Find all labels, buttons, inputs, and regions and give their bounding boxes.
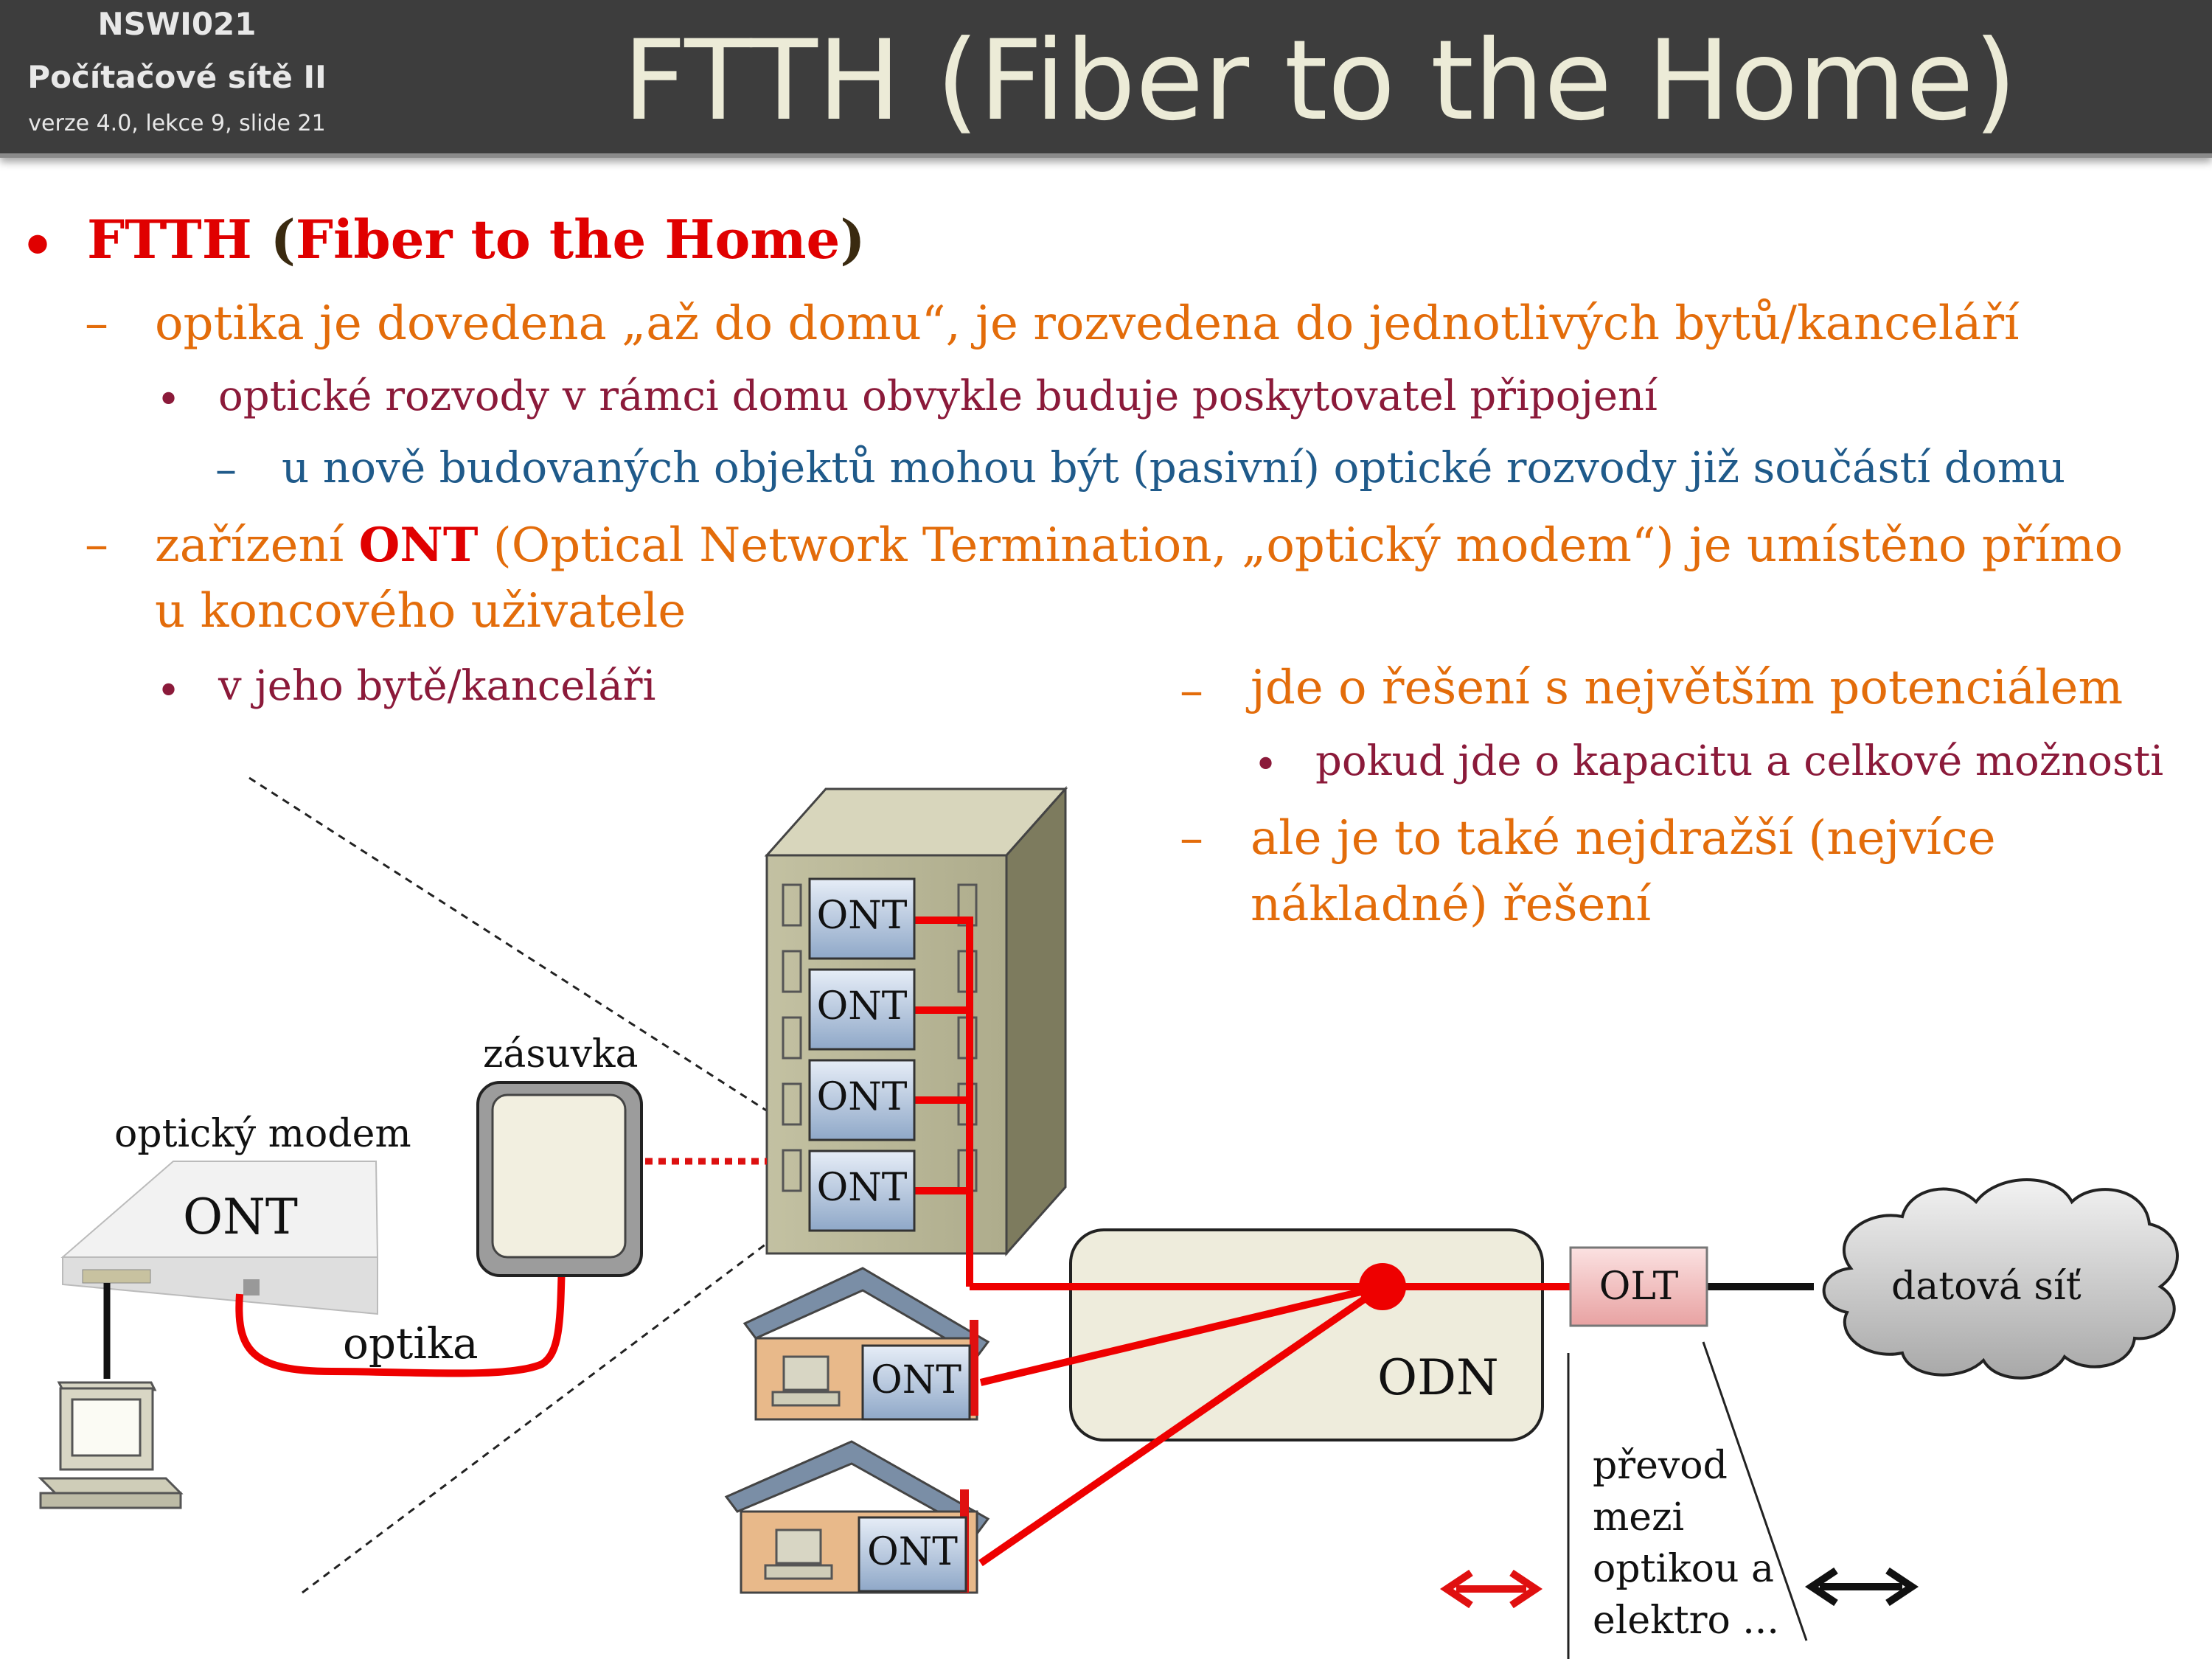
ont-label: ONT xyxy=(816,984,908,1029)
course-name: Počítačové sítě II xyxy=(27,59,327,95)
ftth-expansion: Fiber to the Home xyxy=(295,208,841,271)
paren-open: ( xyxy=(251,208,296,271)
splitter-dot xyxy=(1359,1263,1406,1310)
ftth-term: FTTH xyxy=(87,208,252,271)
ont-label: ONT xyxy=(867,1530,958,1574)
course-code: NSWI021 xyxy=(97,6,257,42)
olt-box xyxy=(1569,1246,1708,1327)
dash-marker: – xyxy=(1180,664,1203,718)
ont-label: ONT xyxy=(816,1166,908,1210)
modem-label: optický modem xyxy=(114,1112,411,1156)
zoom-line-bottom xyxy=(302,1222,793,1594)
ont-boxes xyxy=(808,877,971,1593)
bullet-capacity: pokud jde o kapacitu a celkové možnosti xyxy=(1315,737,2164,785)
modem-ont-label: ONT xyxy=(183,1189,298,1245)
fiber-lines xyxy=(907,917,1571,1567)
paren-close: ) xyxy=(840,208,866,271)
socket-face xyxy=(491,1093,627,1259)
bullet-flat: v jeho bytě/kanceláři xyxy=(218,662,656,710)
fiber-cable xyxy=(235,1260,566,1377)
modem-device xyxy=(60,1161,379,1315)
black-double-arrow xyxy=(1804,1567,1919,1607)
cloud-shape xyxy=(1822,1178,2179,1380)
ont-label: ONT xyxy=(816,1075,908,1119)
ont-pre: zařízení xyxy=(155,518,359,573)
bullet-marker: • xyxy=(21,214,55,276)
bullet-ont: zařízení ONT (Optical Network Terminatio… xyxy=(155,518,2123,573)
slide-version: verze 4.0, lekce 9, slide 21 xyxy=(28,111,326,136)
conversion-line-2: mezi xyxy=(1593,1495,1685,1540)
bullet-marker: • xyxy=(156,376,181,424)
cloud-label: datová síť xyxy=(1891,1265,2081,1309)
pc-icon xyxy=(38,1381,184,1509)
ont-term: ONT xyxy=(358,518,479,573)
dash-marker: – xyxy=(1180,811,1203,866)
zoom-line-top xyxy=(248,776,812,1141)
bullet-ont-line2: u koncového uživatele xyxy=(155,584,686,639)
bullet-potential: jde o řešení s největším potenciálem xyxy=(1251,661,2124,715)
bullet-new-buildings: u nově budovaných objektů mohou být (pas… xyxy=(282,442,2066,493)
dash-marker: – xyxy=(215,444,237,494)
conversion-line-4: elektro ... xyxy=(1593,1599,1779,1643)
slide-header: NSWI021 Počítačové sítě II verze 4.0, le… xyxy=(0,0,2212,158)
red-double-arrow xyxy=(1439,1569,1543,1609)
bracket-right xyxy=(1702,1341,1808,1641)
ont-post: (Optical Network Termination, „optický m… xyxy=(478,518,2124,573)
dash-marker: – xyxy=(85,518,108,572)
bullet-expensive: ale je to také nejdražší (nejvíce xyxy=(1251,811,1996,866)
conversion-line-1: převod xyxy=(1593,1444,1728,1488)
dash-marker: – xyxy=(85,296,108,351)
ont-label: ONT xyxy=(871,1358,961,1402)
fiber-label: optika xyxy=(343,1318,479,1368)
bullet-ftth: FTTH (Fiber to the Home) xyxy=(87,208,865,271)
odn-label: ODN xyxy=(1377,1349,1499,1406)
olt-label: OLT xyxy=(1599,1265,1679,1309)
conversion-line-3: optikou a xyxy=(1593,1547,1774,1591)
bullet-fiber-home: optika je dovedena „až do domu“, je rozv… xyxy=(155,296,2020,351)
socket-label: zásuvka xyxy=(483,1032,639,1077)
bullet-provider: optické rozvody v rámci domu obvykle bud… xyxy=(218,372,1658,420)
slide-title: FTTH (Fiber to the Home) xyxy=(622,17,2017,145)
ont-label: ONT xyxy=(816,894,908,938)
bullet-marker: • xyxy=(1253,741,1279,789)
bullet-expensive-line2: nákladné) řešení xyxy=(1251,877,1652,932)
bullet-marker: • xyxy=(156,667,181,715)
